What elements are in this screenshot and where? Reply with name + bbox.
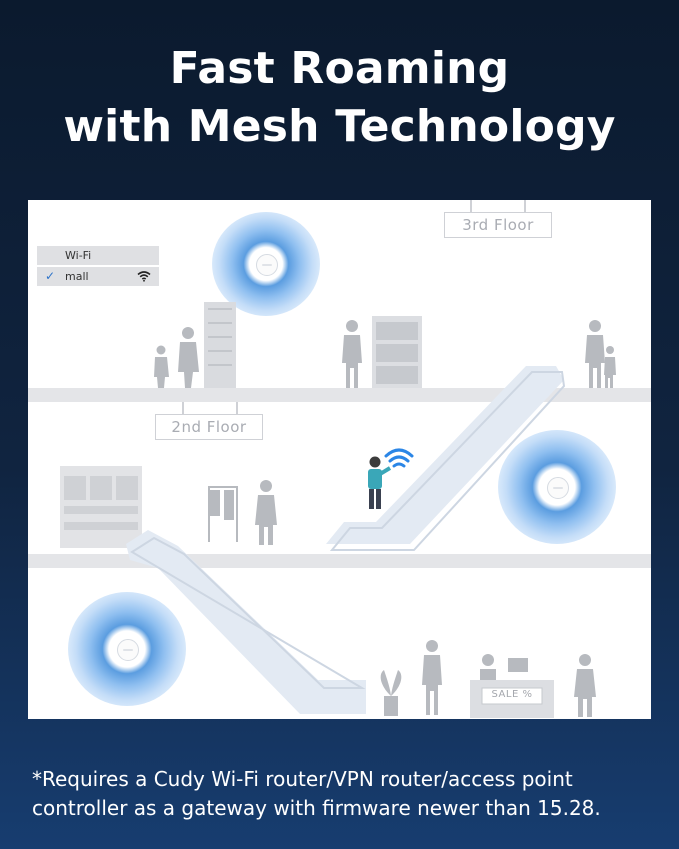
access-point-bottom xyxy=(68,592,186,706)
family-silhouette-icon xyxy=(154,327,199,388)
label-hanger xyxy=(524,200,526,212)
sale-counter xyxy=(470,680,554,718)
clothing-rack-icon xyxy=(208,480,277,545)
display-cabinet-icon xyxy=(372,316,422,388)
access-point-device xyxy=(256,254,278,276)
access-point-middle xyxy=(498,430,616,544)
cashier-silhouette-icon xyxy=(480,654,528,681)
checkmark-icon: ✓ xyxy=(45,269,56,283)
access-point-device xyxy=(547,477,569,499)
person-with-phone-icon xyxy=(368,456,392,509)
footnote-line-2: controller as a gateway with firmware ne… xyxy=(32,796,601,820)
escalator-lower xyxy=(126,530,366,714)
escalator-upper xyxy=(326,366,566,551)
sale-sign-text: SALE % xyxy=(491,689,533,700)
mall-scenery xyxy=(60,302,616,718)
wifi-network-name: mall xyxy=(65,270,89,283)
headline-line-1: Fast Roaming xyxy=(169,43,510,94)
label-hanger xyxy=(236,402,238,414)
clothing-shelf-icon xyxy=(60,466,142,548)
plant-icon xyxy=(380,670,402,716)
wifi-list-title: Wi-Fi xyxy=(65,249,92,262)
mall-illustration: 3rd Floor 2nd Floor Wi-Fi ✓ mall xyxy=(28,200,651,719)
wifi-signal-icon xyxy=(137,271,151,282)
wifi-network-row: ✓ mall xyxy=(37,267,159,286)
second-floor-label: 2nd Floor xyxy=(155,414,263,440)
shopper-silhouette-icon xyxy=(574,654,596,717)
parent-child-silhouette-icon xyxy=(585,320,616,388)
wifi-signal-icon xyxy=(384,448,414,468)
headline-line-2: with Mesh Technology xyxy=(63,101,616,152)
headline: Fast Roaming with Mesh Technology xyxy=(0,40,679,156)
wifi-network-list: Wi-Fi ✓ mall xyxy=(37,246,159,286)
third-floor-label: 3rd Floor xyxy=(444,212,552,238)
person-silhouette-icon xyxy=(422,640,442,715)
footnote-line-1: *Requires a Cudy Wi-Fi router/VPN router… xyxy=(32,767,573,791)
access-point-top xyxy=(212,212,320,316)
shelf-icon xyxy=(204,302,236,388)
label-hanger xyxy=(470,200,472,212)
person-silhouette-icon xyxy=(342,320,362,388)
access-point-device xyxy=(117,639,139,661)
label-hanger xyxy=(182,402,184,414)
requirements-footnote: *Requires a Cudy Wi-Fi router/VPN router… xyxy=(32,765,662,823)
